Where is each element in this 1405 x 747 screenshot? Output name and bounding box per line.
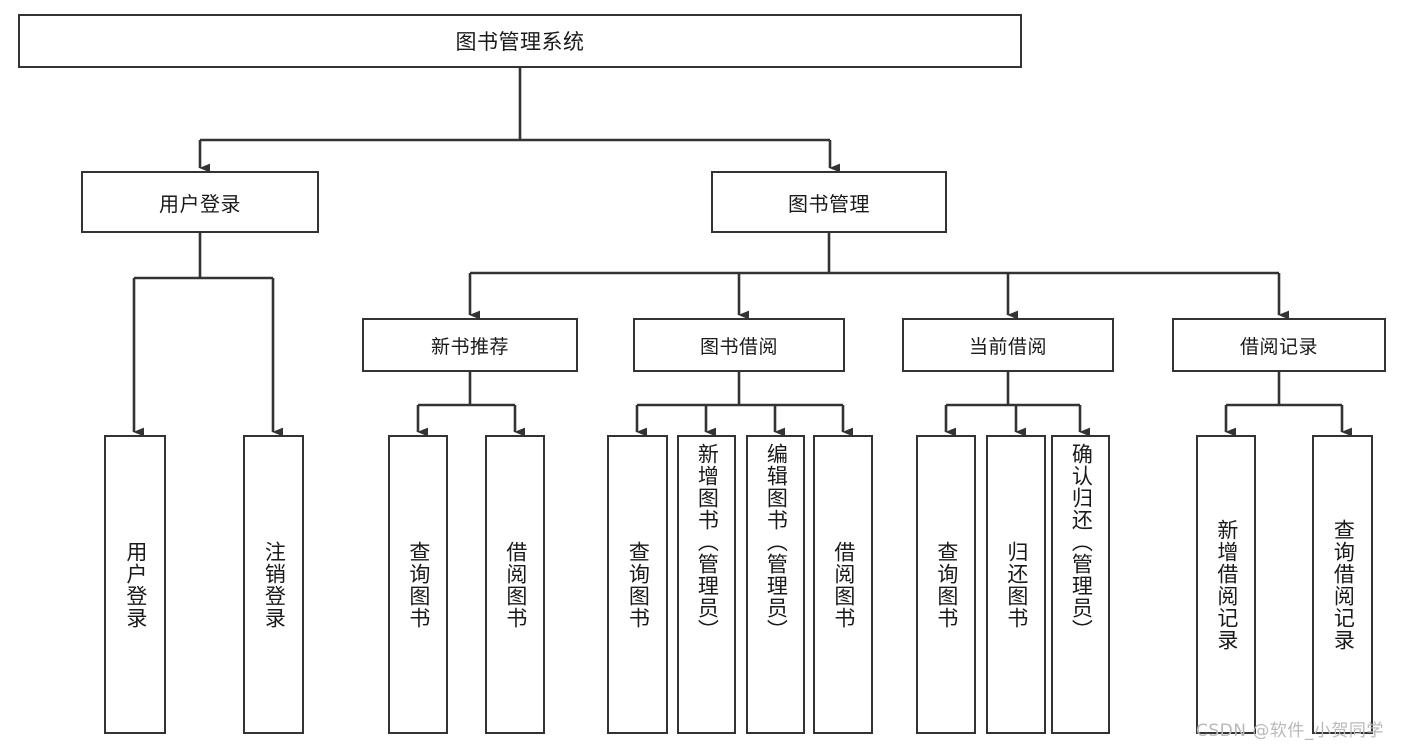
leaf-borrow-book-recommend[interactable]: 借阅图书 xyxy=(485,435,545,734)
leaf-add-borrow-record[interactable]: 新增借阅记录 xyxy=(1196,435,1256,734)
node-root[interactable]: 图书管理系统 xyxy=(18,14,1022,68)
node-new-book-recommend[interactable]: 新书推荐 xyxy=(362,318,578,372)
leaf-add-book-admin[interactable]: 新增图书（管理员） xyxy=(677,435,736,734)
node-book-management[interactable]: 图书管理 xyxy=(711,171,947,233)
node-book-borrow[interactable]: 图书借阅 xyxy=(633,318,845,372)
leaf-query-borrow-record[interactable]: 查询借阅记录 xyxy=(1312,435,1373,734)
leaf-user-logout[interactable]: 注销登录 xyxy=(243,435,304,734)
node-borrow-records[interactable]: 借阅记录 xyxy=(1172,318,1386,372)
leaf-user-login[interactable]: 用户登录 xyxy=(104,435,166,734)
leaf-query-book-current[interactable]: 查询图书 xyxy=(916,435,976,734)
leaf-edit-book-admin[interactable]: 编辑图书（管理员） xyxy=(746,435,805,734)
watermark-label: CSDN @软件_小贺同学 xyxy=(1196,721,1384,741)
leaf-confirm-return-admin[interactable]: 确认归还（管理员） xyxy=(1051,435,1110,734)
leaf-query-book-recommend[interactable]: 查询图书 xyxy=(388,435,448,734)
leaf-query-book-borrow[interactable]: 查询图书 xyxy=(607,435,668,734)
leaf-borrow-book[interactable]: 借阅图书 xyxy=(813,435,873,734)
leaf-return-book[interactable]: 归还图书 xyxy=(986,435,1046,734)
node-current-borrow[interactable]: 当前借阅 xyxy=(902,318,1114,372)
node-user-login[interactable]: 用户登录 xyxy=(81,171,319,233)
